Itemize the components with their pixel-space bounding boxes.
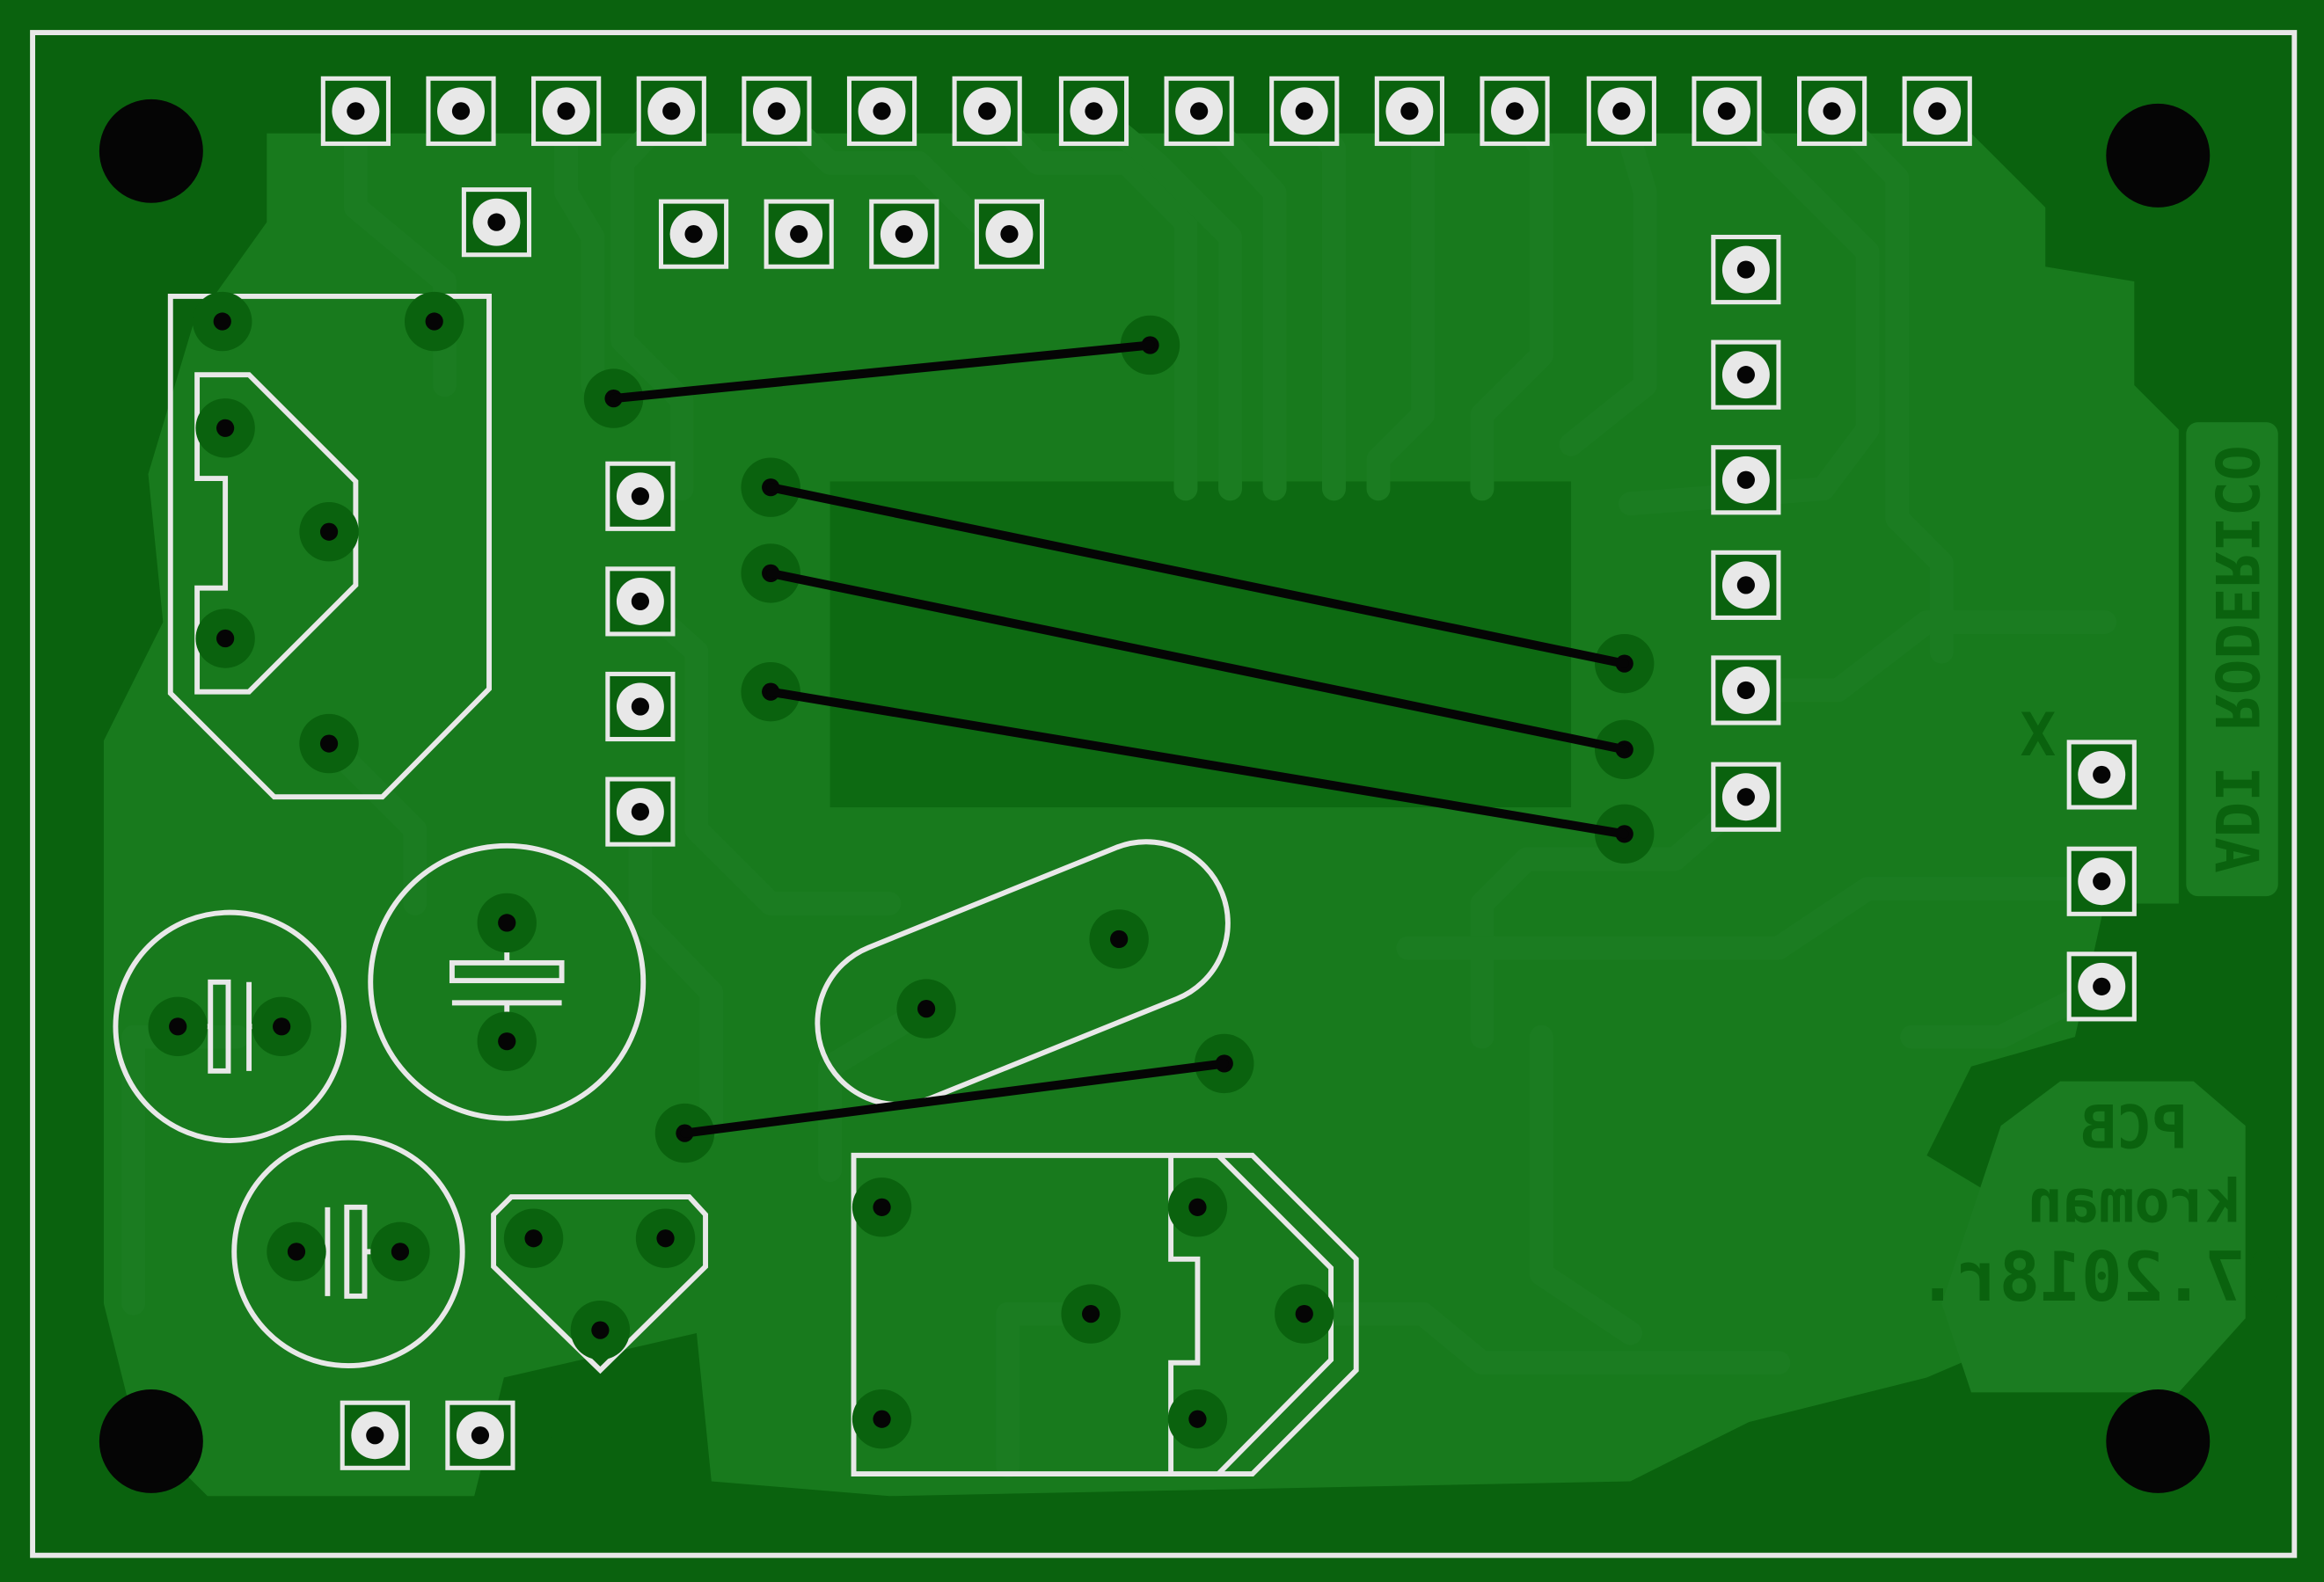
- through-hole-pad: [2066, 951, 2137, 1022]
- through-hole-pad: [1711, 762, 1781, 832]
- component-pad: [477, 893, 537, 953]
- component-pad: [1167, 1177, 1228, 1237]
- component-pad: [570, 1300, 631, 1360]
- component-pad: [404, 291, 464, 352]
- jumper-wire: [609, 340, 1155, 404]
- copper-trace: [1820, 98, 1954, 664]
- maker-label: kroman: [2028, 1167, 2241, 1236]
- mounting-hole: [99, 98, 203, 203]
- component-pad: [195, 609, 255, 668]
- polarity-plus: +: [535, 1407, 561, 1459]
- through-hole-pad: [2066, 740, 2137, 810]
- component-pad: [148, 996, 208, 1057]
- date-label: 07.2018r.: [1917, 1238, 2286, 1317]
- component-pad: [1275, 1284, 1334, 1344]
- copper-trace: [1292, 1301, 1791, 1375]
- pin-marker-x: X: [2021, 700, 2057, 769]
- through-hole-pad: [461, 187, 532, 258]
- capacitor-c2-outline: [368, 842, 647, 1121]
- through-hole-pad: [636, 76, 706, 146]
- through-hole-pad: [1269, 76, 1340, 146]
- component-pad: [299, 502, 359, 562]
- jumper-wire: [680, 1059, 1229, 1138]
- component-pad: [635, 1208, 696, 1268]
- copper-trace: [1559, 98, 1657, 456]
- capacitor-c3-outline: [231, 1134, 465, 1369]
- through-hole-pad: [1711, 655, 1781, 725]
- through-hole-pad: [764, 199, 834, 269]
- through-hole-pad: [658, 199, 729, 269]
- component-pad: [252, 996, 311, 1057]
- transistor-outline: [491, 1194, 708, 1374]
- component-pad: [195, 398, 255, 458]
- copper-trace: [628, 589, 902, 915]
- through-hole-pad: [426, 76, 496, 146]
- pcb-label: PCB: [2080, 1092, 2188, 1162]
- through-hole-pad: [1711, 550, 1781, 620]
- author-label-pad: [2186, 422, 2278, 897]
- copper-trace: [628, 799, 724, 1138]
- through-hole-pad: [1692, 76, 1762, 146]
- relay-outline: [851, 1152, 1359, 1476]
- through-hole-pad: [1711, 234, 1781, 305]
- component-pad: [1061, 1284, 1121, 1344]
- pads: [320, 76, 2137, 1470]
- component-pad: [851, 1177, 912, 1237]
- component-pad: [299, 713, 359, 774]
- through-hole-pad: [1711, 445, 1781, 515]
- through-hole-pad: [952, 76, 1022, 146]
- through-hole-pad: [320, 76, 391, 146]
- through-hole-pad: [1797, 76, 1867, 146]
- component-pad: [267, 1221, 326, 1282]
- copper-trace: [1396, 877, 2087, 960]
- through-hole-pad: [2066, 846, 2137, 916]
- jumper-wire: [766, 687, 1629, 839]
- component-pad: [1167, 1389, 1228, 1449]
- regulator-outline: [167, 293, 492, 800]
- jumper-wire: [766, 483, 1629, 668]
- copper-trace: [1529, 1024, 1642, 1345]
- jumper-wire: [766, 568, 1629, 755]
- copper-trace: [1734, 609, 2117, 703]
- through-hole-pad: [1711, 339, 1781, 410]
- capacitor-c1-outline: [113, 909, 347, 1143]
- mounting-hole: [99, 1389, 203, 1493]
- through-hole-pad: [605, 776, 676, 847]
- through-hole-pad: [1902, 76, 1972, 146]
- mounting-holes: [99, 98, 2211, 1493]
- component-pad: [370, 1221, 430, 1282]
- component-pad: [851, 1389, 912, 1449]
- through-hole-pad: [869, 199, 939, 269]
- through-hole-pad: [531, 76, 602, 146]
- copper-trace: [554, 98, 605, 397]
- board-outline: [30, 30, 2298, 1558]
- mounting-hole: [2106, 1389, 2211, 1493]
- copper-trace: [1618, 98, 1880, 516]
- copper-traces: [121, 98, 2117, 1479]
- regulator-tab-outline: [194, 372, 359, 695]
- ic-footprint: [829, 481, 1572, 808]
- mounting-hole: [2106, 103, 2211, 208]
- component-pad: [1089, 909, 1149, 969]
- through-hole-pad: [1058, 76, 1129, 146]
- through-hole-pad: [1164, 76, 1234, 146]
- through-hole-pad: [605, 671, 676, 742]
- jumper-wires: [609, 340, 1629, 1138]
- through-hole-pad: [605, 566, 676, 637]
- component-pad: [477, 1011, 537, 1071]
- through-hole-pad: [445, 1400, 515, 1470]
- through-hole-pad: [742, 76, 812, 146]
- through-hole-pad: [340, 1400, 410, 1470]
- author-marking: ADI RODERICO: [2202, 445, 2271, 873]
- component-pad: [193, 291, 252, 352]
- through-hole-pad: [1374, 76, 1444, 146]
- through-hole-pad: [846, 76, 917, 146]
- through-hole-pad: [1586, 76, 1656, 146]
- component-pad: [503, 1208, 564, 1268]
- through-hole-pad: [974, 199, 1045, 269]
- through-hole-pad: [1480, 76, 1550, 146]
- crystal-outline: [815, 839, 1231, 1108]
- component-pad: [896, 979, 956, 1039]
- through-hole-pad: [605, 461, 676, 531]
